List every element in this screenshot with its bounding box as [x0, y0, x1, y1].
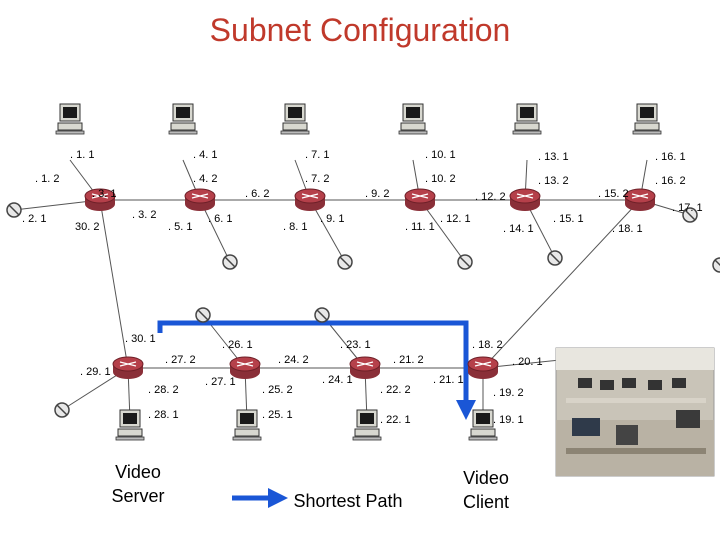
network-link [482, 199, 641, 369]
router-icon [509, 188, 541, 211]
router-icon [229, 356, 261, 379]
interface-label: . 7. 1 [305, 149, 329, 161]
blocked-icon [54, 402, 70, 418]
interface-label: . 1. 1 [70, 149, 94, 161]
interface-label: . 4. 2 [193, 173, 217, 185]
router-icon [349, 356, 381, 379]
router-icon [112, 356, 144, 379]
shortest-path-arrow [157, 320, 476, 420]
interface-label: . 23. 1 [340, 339, 371, 351]
interface-label: . 15. 2 [598, 188, 629, 200]
interface-label: . 28. 2 [148, 384, 179, 396]
interface-label: . 25. 1 [262, 409, 293, 421]
interface-label: . 24. 1 [322, 374, 353, 386]
interface-label: . 14. 1 [503, 223, 534, 235]
interface-label: . 17. 1 [672, 202, 703, 214]
interface-label: . 13. 1 [538, 151, 569, 163]
interface-label: . 16. 2 [655, 175, 686, 187]
interface-label: . 10. 1 [425, 149, 456, 161]
interface-label: . 21. 2 [393, 354, 424, 366]
interface-label: . 22. 2 [380, 384, 411, 396]
interface-label: . 19. 1 [493, 414, 524, 426]
video-client-caption-line1: Video [463, 468, 509, 488]
router-icon [624, 188, 656, 211]
interface-label: . 20. 1 [512, 356, 543, 368]
computer-icon [512, 103, 542, 135]
computer-icon [55, 103, 85, 135]
links-layer [13, 159, 691, 421]
interface-label: . 11. 1 [405, 221, 435, 233]
network-link [419, 199, 466, 263]
interface-label: . 18. 2 [472, 339, 503, 351]
interface-label: . 24. 2 [278, 354, 309, 366]
interface-label: . 30. 1 [125, 333, 156, 345]
interface-label: . 1. 2 [35, 173, 59, 185]
computer-icon [280, 103, 310, 135]
interface-label: . 26. 1 [222, 339, 253, 351]
blocked-icon [712, 257, 720, 273]
interface-label: . 3. 1 [92, 188, 116, 200]
interface-label: . 10. 2 [425, 173, 456, 185]
interface-label: . 21. 1 [433, 374, 464, 386]
router-icon [294, 188, 326, 211]
interface-label: . 8. 1 [283, 221, 307, 233]
interface-label: . 27. 1 [205, 376, 236, 388]
computer-icon [168, 103, 198, 135]
video-client-caption-line2: Client [463, 492, 509, 512]
blocked-icon [6, 202, 22, 218]
interface-label: . 22. 1 [380, 414, 411, 426]
computer-icon [468, 409, 498, 441]
interface-label: . 25. 2 [262, 384, 293, 396]
computer-icon [232, 409, 262, 441]
router-icon [84, 188, 116, 211]
computer-icon [398, 103, 428, 135]
interface-label: . 9. 2 [365, 188, 389, 200]
interface-label: 30. 2 [75, 221, 99, 233]
interface-label: . 29. 1 [80, 366, 111, 378]
blocked-icon [457, 254, 473, 270]
router-icon [467, 356, 499, 379]
interface-label: . 6. 1 [208, 213, 232, 225]
blocked-icon [337, 254, 353, 270]
network-link [99, 199, 129, 369]
interface-label: . 4. 1 [193, 149, 217, 161]
blocked-icon [314, 307, 330, 323]
interface-label: . 19. 2 [493, 387, 524, 399]
blocked-layer [6, 202, 720, 418]
interface-label: . 12. 1 [440, 213, 471, 225]
interface-label: . 27. 2 [165, 354, 196, 366]
interface-label: . 7. 2 [305, 173, 329, 185]
interface-label: . 9. 1 [320, 213, 344, 225]
labels-layer: . 1. 1 . 4. 1 . 7. 1 . 10. 1 . 13. 1 . 16. 1.… [22, 149, 703, 426]
interface-label: . 6. 2 [245, 188, 269, 200]
interface-label: . 28. 1 [148, 409, 179, 421]
interface-label: . 18. 1 [612, 223, 643, 235]
legend-label: Shortest Path [293, 491, 402, 511]
interface-label: . 12. 2 [475, 191, 506, 203]
computer-icon [115, 409, 145, 441]
interface-label: . 3. 2 [132, 209, 156, 221]
video-server-caption-line1: Video [115, 462, 161, 482]
interface-label: . 15. 1 [553, 213, 584, 225]
router-icon [404, 188, 436, 211]
computer-icon [632, 103, 662, 135]
blocked-icon [682, 207, 698, 223]
interface-label: . 2. 1 [22, 213, 46, 225]
blocked-icon [195, 307, 211, 323]
router-icon [184, 188, 216, 211]
routers-layer [84, 188, 656, 379]
computers-layer [55, 103, 662, 441]
page-title: Subnet Configuration [209, 12, 511, 48]
interface-label: . 5. 1 [168, 221, 192, 233]
interface-label: . 16. 1 [655, 151, 686, 163]
lab-photo [555, 347, 715, 477]
blocked-icon [222, 254, 238, 270]
blocked-icon [547, 250, 563, 266]
computer-icon [352, 409, 382, 441]
video-server-caption-line2: Server [111, 486, 164, 506]
interface-label: . 13. 2 [538, 175, 569, 187]
